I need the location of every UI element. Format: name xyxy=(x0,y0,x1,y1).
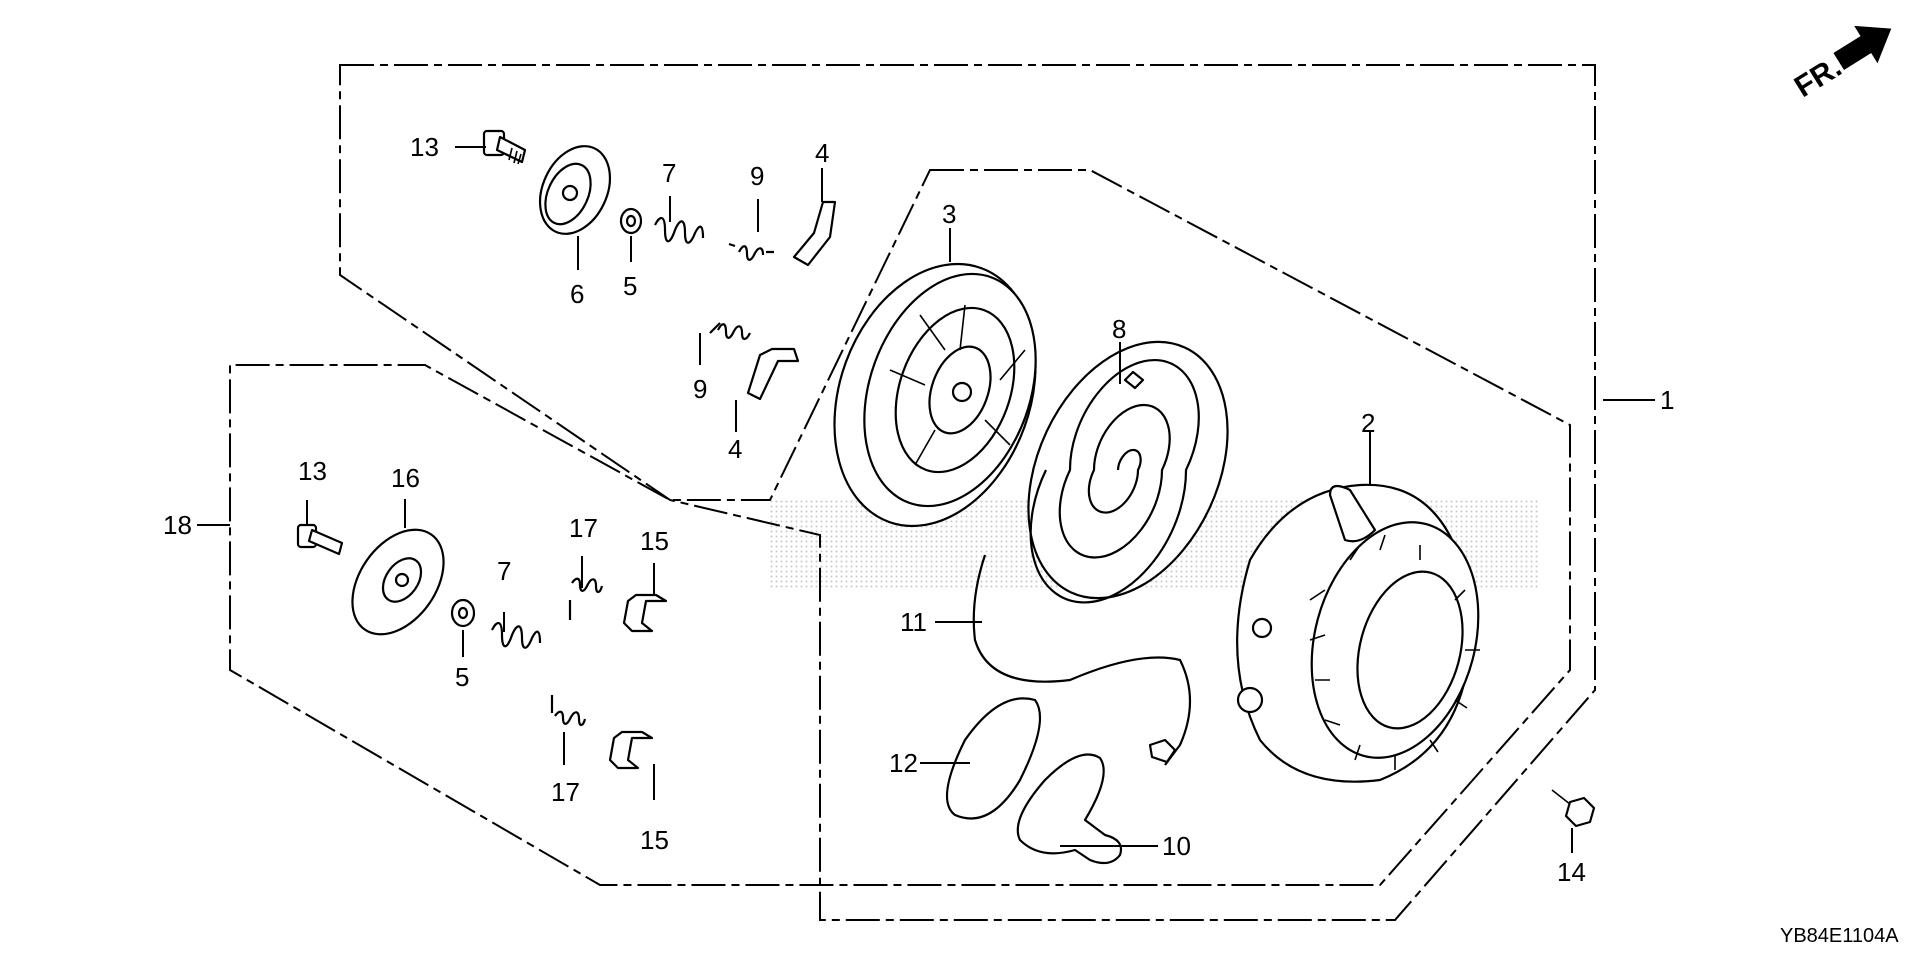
bolt-13-lower xyxy=(296,523,344,556)
spring-8 xyxy=(1027,340,1229,604)
callout-16: 16 xyxy=(391,463,420,493)
spring-17-lower xyxy=(550,695,587,727)
callout-7-upper: 7 xyxy=(662,158,676,188)
rope-knot xyxy=(1148,738,1177,764)
callout-1: 1 xyxy=(1660,385,1674,415)
bolt-13-upper xyxy=(482,129,527,165)
arrow-icon xyxy=(1833,25,1892,70)
callout-13-lower: 13 xyxy=(298,456,327,486)
callout-5-lower: 5 xyxy=(455,662,469,692)
callout-4-lower: 4 xyxy=(728,434,742,464)
ratchet-6 xyxy=(538,145,612,235)
direction-marker: FR. xyxy=(1789,25,1892,104)
callout-5-upper: 5 xyxy=(623,271,637,301)
spring-7-upper xyxy=(654,217,705,244)
spring-9-upper xyxy=(728,242,774,261)
assembly-outline-main xyxy=(229,169,1571,886)
callout-7-lower: 7 xyxy=(497,556,511,586)
callout-9-upper: 9 xyxy=(750,161,764,191)
guide-4-upper xyxy=(792,200,837,267)
callout-15-upper: 15 xyxy=(640,526,669,556)
callout-8: 8 xyxy=(1112,314,1126,344)
callout-11: 11 xyxy=(900,607,927,637)
callout-17-lower: 17 xyxy=(551,777,580,807)
callout-3: 3 xyxy=(942,199,956,229)
callout-12: 12 xyxy=(889,748,918,778)
callout-2: 2 xyxy=(1361,408,1375,438)
washer-5-lower xyxy=(450,598,476,628)
callout-6: 6 xyxy=(570,279,584,309)
spring-17-upper xyxy=(568,577,604,620)
ratchet-16 xyxy=(351,528,445,636)
callout-17-upper: 17 xyxy=(569,513,598,543)
leader-lines xyxy=(197,146,1655,853)
assembly-outline-1 xyxy=(339,64,1596,921)
reel-3 xyxy=(833,262,1037,528)
callout-15-lower: 15 xyxy=(640,825,669,855)
guide-4-lower xyxy=(746,347,800,401)
guide-15-lower xyxy=(608,730,654,770)
callout-10: 10 xyxy=(1162,831,1191,861)
bolt-14 xyxy=(1551,789,1596,828)
grip-10 xyxy=(1016,753,1123,865)
washer-5-upper xyxy=(619,207,643,235)
callout-4-upper: 4 xyxy=(815,138,829,168)
spring-9-lower xyxy=(709,322,751,341)
callout-14: 14 xyxy=(1557,857,1586,887)
guide-15-upper xyxy=(622,593,668,633)
callout-13-upper: 13 xyxy=(410,132,439,162)
callout-18: 18 xyxy=(163,510,192,540)
diagram-code: YB84E1104A xyxy=(1780,925,1899,947)
starter-case-2 xyxy=(1236,483,1480,783)
spring-7-lower xyxy=(491,622,542,649)
handle-insert-12 xyxy=(945,697,1042,820)
callout-9-lower: 9 xyxy=(693,374,707,404)
